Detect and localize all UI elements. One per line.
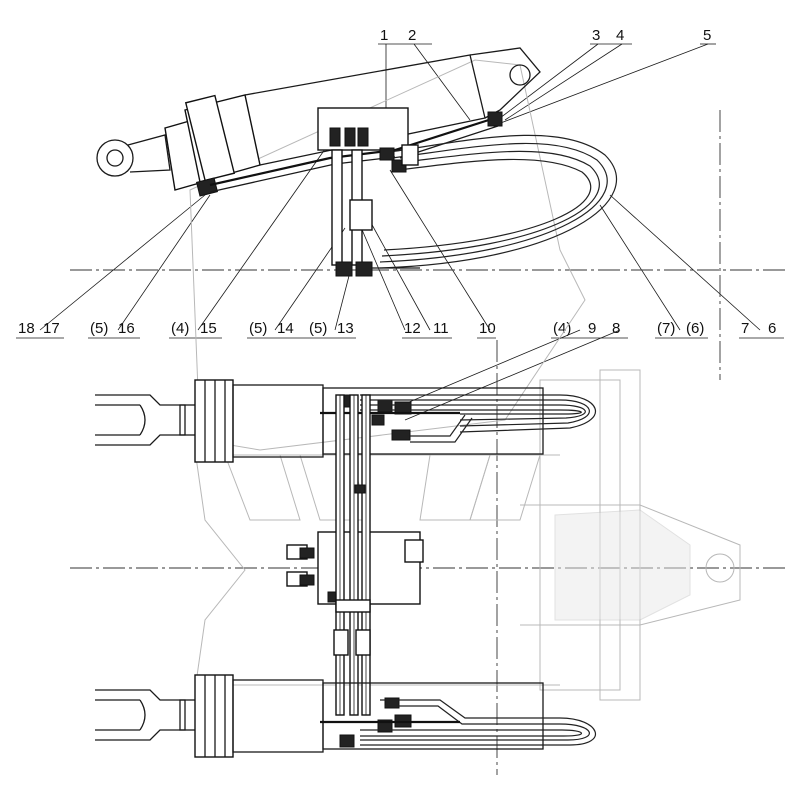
callout-14: 14 — [277, 320, 294, 337]
callout-underlines — [16, 43, 784, 339]
callout-18: 18 — [18, 320, 35, 337]
callout-7: 7 — [741, 320, 749, 337]
callout-7-paren: (7) — [657, 320, 675, 337]
callout-5-paren-b: (5) — [249, 320, 267, 337]
vertical-pipes-plan — [333, 394, 371, 716]
callout-5-paren-c: (5) — [309, 320, 327, 337]
callout-10: 10 — [479, 320, 496, 337]
callout-8: 8 — [612, 320, 620, 337]
callout-5-paren-a: (5) — [90, 320, 108, 337]
center-lines — [70, 110, 785, 775]
callout-11: 11 — [433, 320, 449, 337]
callout-6: 6 — [768, 320, 776, 337]
callout-3: 3 — [592, 27, 600, 44]
callout-13: 13 — [337, 320, 354, 337]
callout-1: 1 — [380, 27, 388, 44]
hoses-plan-lower — [320, 699, 597, 746]
leader-lines — [39, 43, 761, 421]
callout-2: 2 — [408, 27, 416, 44]
hoses-side-view — [209, 111, 617, 277]
callout-labels-row: 18 17 (5) 16 (4) 15 (5) 14 (5) 13 12 11 … — [18, 320, 776, 337]
callout-17: 17 — [43, 320, 60, 337]
cylinder-side-view — [96, 47, 541, 197]
cylinder-plan-upper — [95, 379, 544, 463]
callout-15: 15 — [200, 320, 217, 337]
callout-12: 12 — [404, 320, 421, 337]
callout-4: 4 — [616, 27, 624, 44]
background-frame — [189, 59, 741, 701]
callout-4-paren-a: (4) — [171, 320, 189, 337]
callout-16: 16 — [118, 320, 135, 337]
callout-5: 5 — [703, 27, 711, 44]
cylinder-plan-lower — [95, 674, 544, 758]
hoses-plan-upper — [320, 394, 597, 443]
callout-4-paren-b: (4) — [553, 320, 571, 337]
callout-9: 9 — [588, 320, 596, 337]
callout-6-paren: (6) — [686, 320, 704, 337]
callout-labels-top: 1 2 3 4 5 — [380, 27, 711, 44]
